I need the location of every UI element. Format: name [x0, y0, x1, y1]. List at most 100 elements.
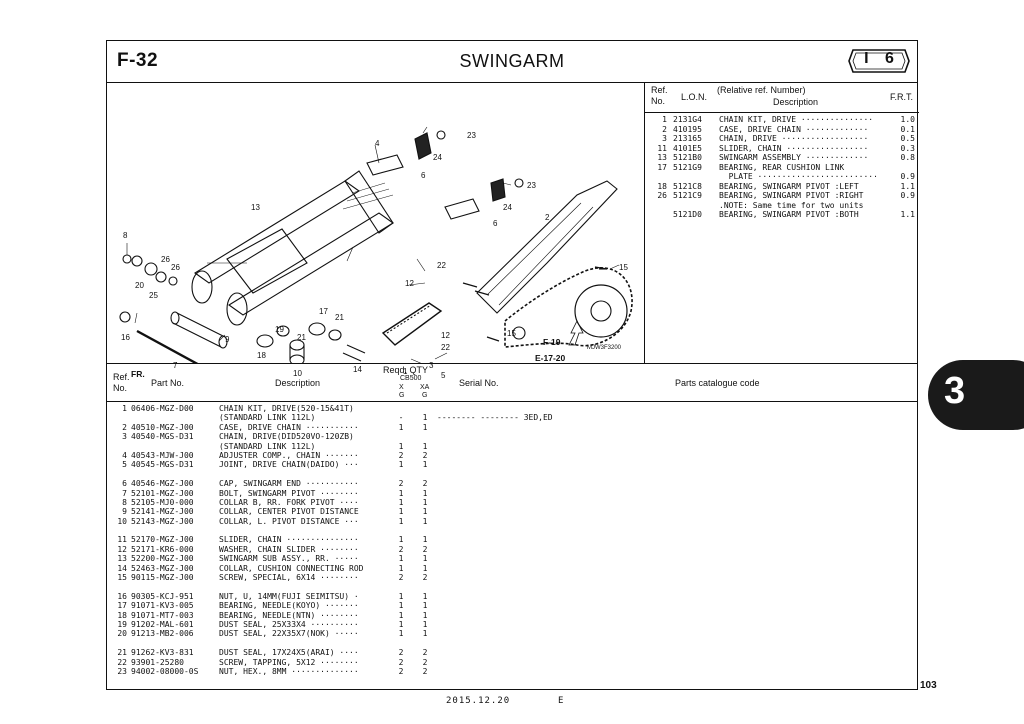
- callout-front: FR.: [131, 369, 145, 379]
- callout-15-upper: 15: [619, 263, 628, 272]
- callout-5: 5: [441, 371, 446, 380]
- kit-header-frt: F.R.T.: [889, 92, 913, 102]
- qty-xa-cell: 2: [422, 648, 428, 658]
- qty-xa-cell: 2: [422, 544, 428, 554]
- kit-row: PLATE ·························0.9: [645, 172, 919, 182]
- qty-x-cell: 1: [398, 610, 404, 620]
- kit-frt-cell: 0.3: [900, 143, 915, 153]
- bearing-26-lower: [168, 276, 178, 286]
- exploded-parts-diagram: 23 4 24 6 23 24 6 13 8 26 20 26 25 2 22 …: [107, 83, 645, 380]
- ref-no-cell: 3: [122, 432, 127, 442]
- callout-15-lower: 15: [507, 329, 516, 338]
- section-code: F-32: [117, 50, 159, 71]
- qty-x-cell: 1: [398, 460, 404, 470]
- ref-no-cell: 2: [122, 422, 127, 432]
- chain-case: [476, 180, 618, 314]
- qty-x-cell: 1: [398, 591, 404, 601]
- description-cell: JOINT, DRIVE CHAIN(DAIDO) ···: [219, 460, 359, 470]
- description-cell: DUST SEAL, 17X24X5(ARAI) ····: [219, 648, 359, 658]
- qty-xa-cell: 2: [422, 666, 428, 676]
- kit-frt-cell: 0.9: [900, 172, 915, 181]
- part-no-cell: 91213-MB2-006: [131, 629, 194, 639]
- qty-x-cell: 2: [398, 450, 404, 460]
- kit-frt-cell: 0.9: [900, 191, 915, 200]
- swingarm-pivot-left: [191, 270, 213, 304]
- qty-xa-cell: 1: [422, 619, 428, 629]
- qty-xa-cell: 1: [422, 535, 428, 545]
- callout-1: 1: [403, 367, 408, 376]
- callout-18: 18: [257, 351, 266, 360]
- parts-header-type-xa: XA: [420, 384, 430, 391]
- qty-x-cell: 2: [398, 657, 404, 667]
- page-title: SWINGARM: [459, 51, 565, 71]
- qty-xa-cell: 2: [422, 450, 428, 460]
- callout-6-upper: 6: [421, 171, 426, 180]
- description-cell: ADJUSTER COMP., CHAIN ·······: [219, 450, 359, 460]
- kit-lon-cell: 5121G9: [673, 162, 702, 172]
- description-cell: COLLAR, CUSHION CONNECTING ROD: [219, 563, 364, 573]
- kit-lon-cell: 4101E5: [673, 143, 702, 153]
- callout-8: 8: [123, 231, 128, 240]
- part-no-cell: 52200-MGZ-J00: [131, 554, 194, 564]
- ref-no-cell: 12: [117, 544, 127, 554]
- part-no-cell: 93901-25280: [131, 657, 184, 667]
- group-spacer: [107, 582, 917, 591]
- seal-20: [144, 262, 158, 276]
- kit-ref-cell: 17: [657, 162, 667, 172]
- parts-list-table: Ref. No. Part No. Description Reqd. QTY …: [107, 363, 917, 691]
- kit-header-description: Description: [773, 97, 819, 107]
- title-bar: F-32 SWINGARM I 6: [107, 41, 917, 83]
- part-no-cell: 52105-MJ0-000: [131, 497, 194, 507]
- labour-kit-table: Ref. No. L.O.N. (Relative ref. Number) D…: [645, 83, 919, 363]
- qty-xa-cell: 1: [422, 488, 428, 498]
- qty-xa-cell: 1: [422, 516, 428, 526]
- ref-no-cell: 11: [117, 535, 127, 545]
- kit-table-header: Ref. No. L.O.N. (Relative ref. Number) D…: [645, 83, 919, 113]
- description-cell: CASE, DRIVE CHAIN ···········: [219, 422, 359, 432]
- ref-no-cell: 6: [122, 479, 127, 489]
- ref-no-cell: 21: [117, 648, 127, 658]
- description-cell: BOLT, SWINGARM PIVOT ········: [219, 488, 359, 498]
- part-no-cell: 90305-KCJ-951: [131, 591, 194, 601]
- cap-6-upper: [414, 132, 432, 160]
- kit-lon-cell: 213165: [673, 134, 702, 143]
- qty-xa-cell: 1: [422, 507, 428, 517]
- kit-frt-cell: 1.1: [900, 210, 915, 219]
- qty-x-cell: 1: [398, 535, 404, 545]
- kit-ref-cell: 3: [662, 134, 667, 143]
- callout-9: 9: [225, 335, 230, 344]
- qty-x-cell: 2: [398, 666, 404, 676]
- callout-ref-e17-20: E-17-20: [535, 353, 566, 363]
- kit-desc-cell: CHAIN, DRIVE ··················: [719, 134, 869, 143]
- qty-xa-cell: 2: [422, 657, 428, 667]
- group-badge-frame-icon: [848, 49, 910, 73]
- kit-lon-cell: 410195: [673, 124, 702, 134]
- kit-row: .NOTE: Same time for two units: [645, 201, 919, 211]
- kit-desc-cell: BEARING, REAR CUSHION LINK: [719, 162, 845, 172]
- part-no-cell: 91202-MAL-601: [131, 619, 194, 629]
- callout-4-upper: 4: [375, 139, 380, 148]
- qty-x-cell: 2: [398, 544, 404, 554]
- part-no-cell: 40546-MGZ-J00: [131, 479, 194, 489]
- kit-header-lon: L.O.N.: [681, 92, 708, 102]
- kit-frt-cell: 0.8: [900, 153, 915, 162]
- callout-24-lower: 24: [503, 203, 512, 212]
- kit-ref-cell: 2: [662, 124, 667, 134]
- description-cell: SCREW, TAPPING, 5X12 ········: [219, 657, 359, 667]
- ref-no-cell: 9: [122, 507, 127, 517]
- description-cell: SCREW, SPECIAL, 6X14 ········: [219, 573, 359, 583]
- part-no-cell: 52143-MGZ-J00: [131, 516, 194, 526]
- parts-header-catalogue-code: Parts catalogue code: [675, 378, 760, 388]
- qty-xa-cell: 1: [422, 441, 428, 451]
- part-no-cell: 91071-MT7-003: [131, 610, 194, 620]
